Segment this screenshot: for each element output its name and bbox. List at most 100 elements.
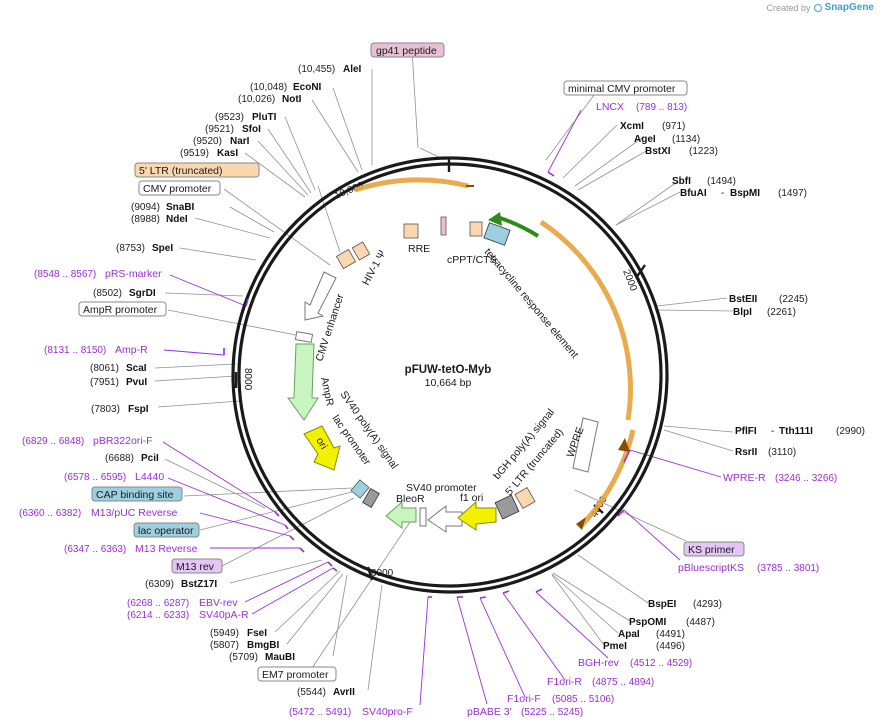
site-name: NdeI bbox=[166, 214, 188, 225]
inner-label: cPPT/CTS bbox=[447, 254, 497, 266]
f1-ori-arrow bbox=[457, 500, 497, 531]
site-name: RsrII bbox=[735, 447, 757, 458]
ltr-3-box bbox=[514, 487, 536, 509]
site-name-separator: - bbox=[771, 426, 774, 437]
site-name: BstEII bbox=[729, 294, 758, 305]
site-num: (7803) bbox=[91, 404, 120, 415]
site-num: (8061) bbox=[90, 363, 119, 374]
boxed-label: M13 rev bbox=[176, 561, 215, 573]
restriction-sites-right: XcmI (971) AgeI (1134) BstXI (1223) SbfI… bbox=[603, 121, 865, 652]
site-name: NarI bbox=[230, 136, 250, 147]
primer-name: SV40pro-F bbox=[362, 706, 413, 718]
snapgene-brand: Created by SnapGene bbox=[767, 2, 875, 13]
site-num: (2245) bbox=[779, 294, 808, 305]
boxed-label: CMV promoter bbox=[143, 183, 212, 195]
primer-range: (5085 .. 5106) bbox=[552, 694, 614, 705]
site-name: BmgBI bbox=[247, 640, 279, 651]
site-num: (5544) bbox=[297, 687, 326, 698]
primer-range: (3785 .. 3801) bbox=[757, 563, 819, 574]
site-name: PflFI bbox=[735, 426, 757, 437]
site-name: PmeI bbox=[603, 641, 627, 652]
snapgene-logo-icon bbox=[813, 3, 822, 12]
boxed-labels: gp41 peptide minimal CMV promoter 5' LTR… bbox=[78, 42, 745, 682]
leader-lines bbox=[154, 49, 734, 691]
site-num: (1494) bbox=[707, 176, 736, 187]
site-num: (971) bbox=[662, 121, 685, 132]
primer-name: M13 Reverse bbox=[135, 543, 198, 555]
site-name-separator: - bbox=[721, 188, 724, 199]
site-num: (8753) bbox=[116, 243, 145, 254]
primer-name: pRS-marker bbox=[105, 268, 162, 280]
lac-promoter-box bbox=[362, 488, 380, 508]
hiv-psi-feature-box bbox=[335, 248, 357, 270]
tick-label: 6000 bbox=[371, 568, 394, 579]
boxed-label: CAP binding site bbox=[96, 489, 174, 501]
site-num: (2261) bbox=[767, 307, 796, 318]
site-name: ApaI bbox=[618, 629, 640, 640]
site-name: SpeI bbox=[152, 243, 173, 254]
primer-range: (789 .. 813) bbox=[636, 102, 687, 113]
site-num: (9520) bbox=[193, 136, 222, 147]
primer-range: (6347 .. 6363) bbox=[64, 544, 126, 555]
site-num: (9523) bbox=[215, 112, 244, 123]
inner-label: tetracycline response element bbox=[482, 246, 581, 361]
site-name: Tth111I bbox=[779, 426, 813, 437]
plasmid-name: pFUW-tetO-Myb bbox=[405, 364, 492, 376]
site-num: (10,026) bbox=[238, 94, 275, 105]
primer-name: M13/pUC Reverse bbox=[91, 507, 178, 519]
boxed-label: 5' LTR (truncated) bbox=[139, 165, 223, 177]
boxed-label: minimal CMV promoter bbox=[568, 83, 676, 95]
sv40-promoter-arrow bbox=[427, 504, 463, 533]
site-num: (8502) bbox=[93, 288, 122, 299]
site-name: SfoI bbox=[242, 124, 261, 135]
site-num: (9521) bbox=[205, 124, 234, 135]
em7-box bbox=[419, 507, 427, 527]
site-name: BlpI bbox=[733, 307, 752, 318]
site-name: NotI bbox=[282, 94, 302, 105]
plasmid-size: 10,664 bp bbox=[425, 377, 472, 389]
orange-feature-arc-right bbox=[539, 219, 633, 421]
site-num: (9094) bbox=[131, 202, 160, 213]
green-arrowhead bbox=[488, 212, 502, 226]
primer-range: (8131 .. 8150) bbox=[44, 345, 106, 356]
rre-feature-box bbox=[403, 223, 419, 239]
primer-ticks bbox=[223, 171, 631, 599]
inner-label: ori bbox=[313, 436, 329, 452]
site-num: (10,455) bbox=[298, 64, 335, 75]
arc-arrowhead bbox=[618, 438, 630, 452]
arc-arrowhead bbox=[576, 517, 586, 530]
site-name: PciI bbox=[141, 453, 159, 464]
primer-range: (5225 .. 5245) bbox=[521, 707, 583, 718]
primer-lines bbox=[162, 109, 722, 706]
site-name: PvuI bbox=[126, 377, 147, 388]
created-by-text: Created by bbox=[766, 2, 811, 13]
snapgene-brand-name: SnapGene bbox=[824, 2, 874, 13]
orange-feature-arc-top bbox=[354, 177, 469, 193]
cmv-enhancer-arrow bbox=[304, 271, 337, 321]
site-num: (5949) bbox=[210, 628, 239, 639]
boxed-label: EM7 promoter bbox=[262, 669, 329, 681]
primer-range: (6578 .. 6595) bbox=[64, 472, 126, 483]
site-num: (4487) bbox=[686, 617, 715, 628]
primer-name: pBABE 3' bbox=[467, 706, 512, 718]
primer-range: (8548 .. 8567) bbox=[34, 269, 96, 280]
orange-feature-arc-bottom bbox=[578, 429, 636, 529]
site-num: (4293) bbox=[693, 599, 722, 610]
site-name: FspI bbox=[128, 404, 149, 415]
site-name: BfuAI bbox=[680, 188, 707, 199]
ampR-gene-arrow bbox=[287, 343, 319, 421]
primer-range: (3246 .. 3266) bbox=[775, 473, 837, 484]
primer-labels: LNCX (789 .. 813) (8548 .. 8567) pRS-mar… bbox=[19, 101, 837, 718]
primer-name: BGH-rev bbox=[578, 657, 620, 669]
primer-name: L4440 bbox=[135, 471, 164, 483]
site-name: KasI bbox=[217, 148, 238, 159]
site-num: (1134) bbox=[672, 134, 700, 145]
site-num: (1497) bbox=[778, 188, 807, 199]
tetO-feature-box bbox=[483, 222, 511, 246]
primer-range: (6829 .. 6848) bbox=[22, 436, 84, 447]
inner-label: BleoR bbox=[396, 493, 425, 505]
site-name: SnaBI bbox=[166, 202, 195, 213]
ampR-promoter-box bbox=[294, 331, 314, 343]
site-num: (4491) bbox=[656, 629, 685, 640]
